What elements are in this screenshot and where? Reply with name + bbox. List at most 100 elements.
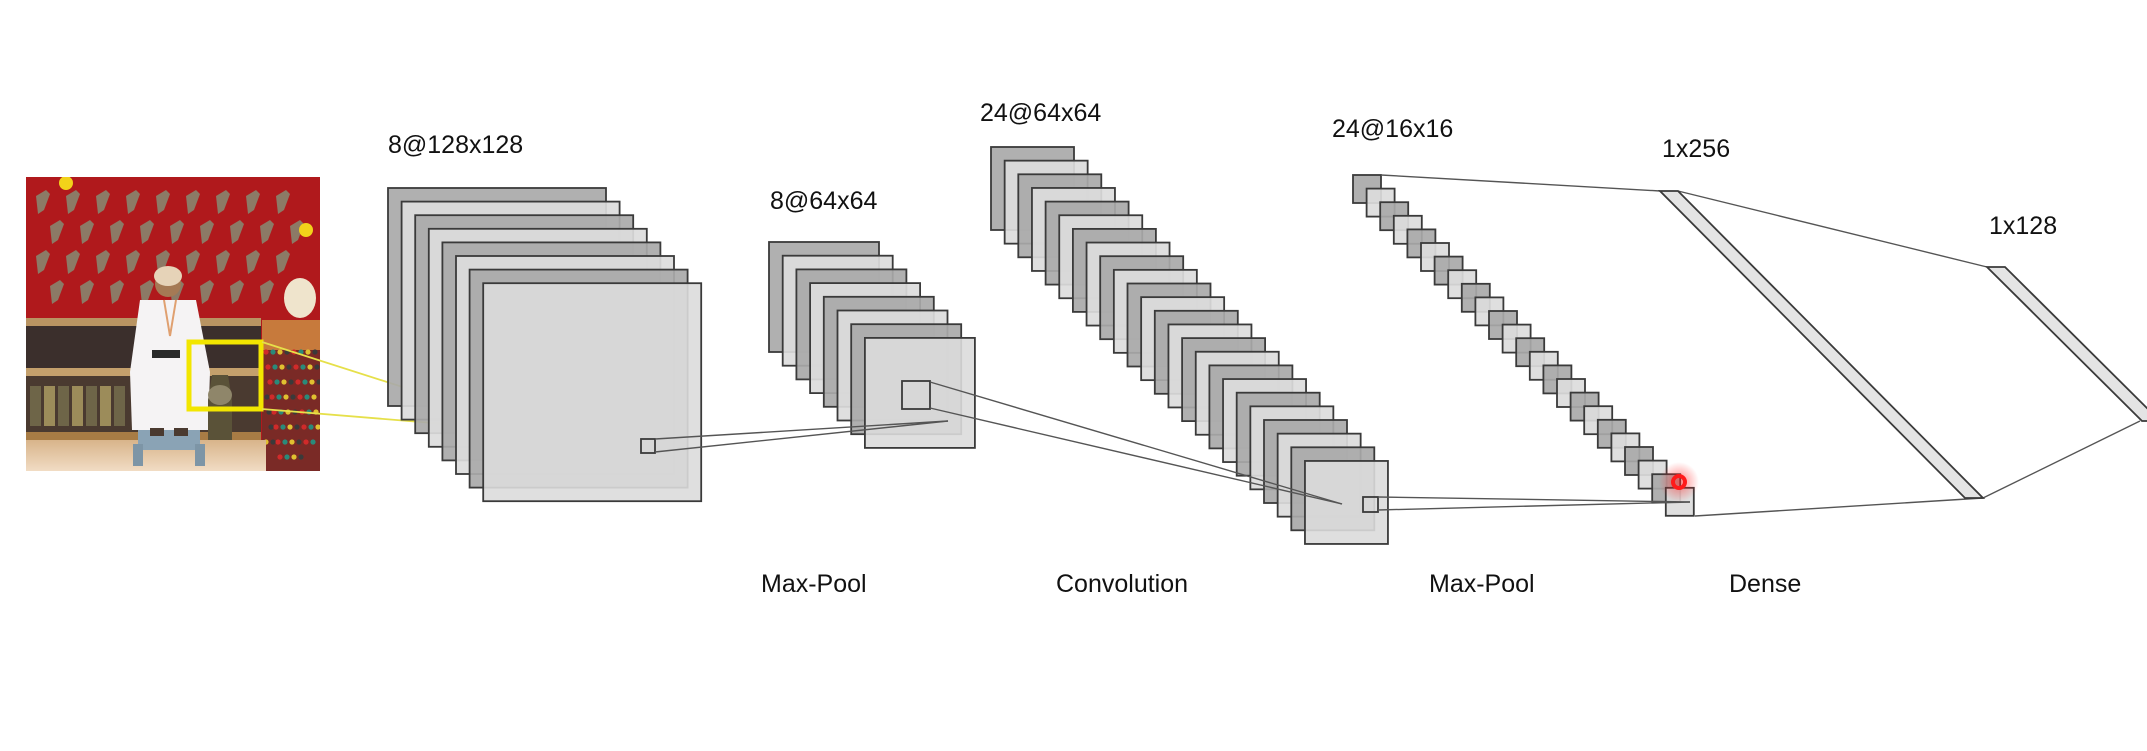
layer-label-conv2: 24@64x64 [980,99,1101,127]
bead [277,454,283,460]
dagger [80,280,94,304]
bead [294,424,300,430]
dagger [246,190,260,214]
op-label-dense: Dense [1729,570,1801,598]
bead [308,424,314,430]
connectors [654,174,2141,517]
bead [263,349,269,355]
op-label-maxpool-2: Max-Pool [1429,570,1535,598]
dagger [200,220,214,244]
feature-map-stack-pool2 [1352,174,1695,517]
kernel-window [901,380,931,410]
dagger [36,250,50,274]
bead [289,439,295,445]
dagger [260,220,274,244]
bead [298,454,304,460]
dagger [50,220,64,244]
bead [275,439,281,445]
dense-layer-1x256 [1657,190,1986,499]
jar [58,386,69,426]
bead [288,379,294,385]
bead [302,379,308,385]
dagger [156,250,170,274]
connector-line [654,420,949,453]
dagger [216,250,230,274]
kernel-window [640,438,656,454]
connector-line [1677,190,1988,268]
bead [267,379,273,385]
layer-label-pool1: 8@64x64 [770,187,877,215]
jar [114,386,125,426]
bead [279,364,285,370]
dagger [80,220,94,244]
bead [300,364,306,370]
connector-line [1694,497,1984,517]
dagger-wall [36,190,304,304]
feature-map-stack-conv2 [990,146,1389,545]
dagger [126,190,140,214]
bead [270,439,276,445]
dagger [66,250,80,274]
bead [291,454,297,460]
layer-label-pool2: 24@16x16 [1332,115,1453,143]
bead [304,394,310,400]
bead [269,394,275,400]
feature-map [1304,460,1389,545]
dagger [186,250,200,274]
dagger [276,250,290,274]
bead [272,364,278,370]
dagger [170,220,184,244]
dagger [96,190,110,214]
bead [290,394,296,400]
bead [277,349,283,355]
connector-line [1377,501,1691,511]
dagger [200,280,214,304]
layer-label-conv1: 8@128x128 [388,131,523,159]
dagger [110,280,124,304]
connector-line [929,381,1343,505]
bead [265,364,271,370]
jar [30,386,41,426]
jar [72,386,83,426]
bead [274,379,280,385]
bead [307,364,313,370]
dagger [186,190,200,214]
dagger [276,190,290,214]
bead [315,424,320,430]
connector-line [1380,174,1661,192]
bead [280,424,286,430]
dagger [110,220,124,244]
connector-line [1982,420,2141,499]
bead [281,379,287,385]
dagger [66,190,80,214]
bead [270,349,276,355]
kernel-window [1362,496,1379,513]
bead [314,364,320,370]
feature-map [864,336,976,449]
dagger [140,280,154,304]
bead [296,439,302,445]
bead [316,379,320,385]
bead [305,349,311,355]
feature-map-stack-conv1 [387,187,703,503]
bead [264,394,270,400]
bead [310,439,316,445]
layer-label-dense1: 1x256 [1662,135,1730,163]
bead [293,364,299,370]
cursor-marker [1659,462,1699,502]
feature-map [482,282,703,503]
bead [301,424,307,430]
dagger [246,250,260,274]
dagger [50,280,64,304]
bead [268,424,274,430]
jars [30,386,125,426]
bead [303,439,309,445]
op-label-convolution: Convolution [1056,570,1188,598]
bead [297,394,303,400]
dagger [36,190,50,214]
receptive-field-highlight [186,339,264,412]
feature-map-stack-pool1 [768,241,976,449]
dagger [216,190,230,214]
bead [282,439,288,445]
bead [283,394,289,400]
